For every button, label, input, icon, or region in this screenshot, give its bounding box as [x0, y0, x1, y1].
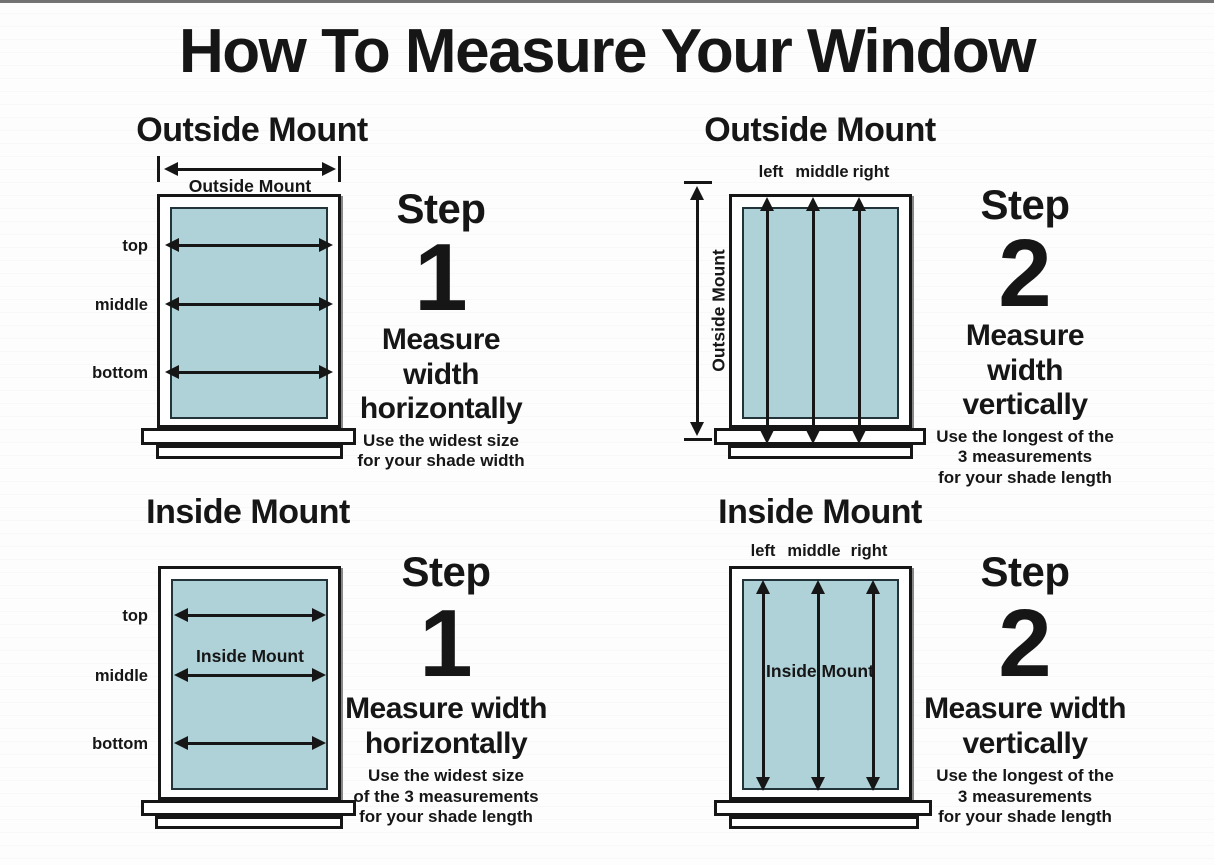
step-word: Step — [396, 185, 486, 232]
note-line-3: for your shade length — [359, 807, 533, 827]
middle-width-arrow-icon — [174, 668, 326, 683]
col-label-middle: middle — [795, 163, 849, 181]
instruction-line-1: Measure width — [345, 692, 547, 726]
window-sill-bottom — [155, 816, 343, 829]
top-width-arrow-icon — [174, 608, 326, 623]
window-sill-bottom — [729, 816, 919, 829]
instruction-line-1: Measure width — [381, 323, 501, 391]
step-block: Step 1 Measure width horizontally Use th… — [341, 548, 551, 828]
measure-tick-top-icon — [684, 181, 712, 184]
row-label-top: top — [122, 607, 148, 625]
note-line-2: for your shade width — [357, 451, 525, 471]
note-line-2: 3 measurements — [957, 447, 1093, 467]
note-line-1: Use the longest of the — [936, 426, 1114, 446]
row-label-middle: middle — [94, 296, 148, 314]
step-number: 1 — [414, 224, 468, 332]
window-sill-bottom — [156, 445, 343, 459]
measure-tick-bottom-icon — [684, 438, 712, 441]
step-number: 1 — [419, 590, 473, 698]
measure-label: Inside Mount — [196, 646, 304, 666]
right-length-arrow-icon — [866, 580, 881, 791]
window-sill-top — [141, 428, 356, 445]
bottom-width-arrow-icon — [174, 736, 326, 751]
col-label-right: right — [850, 542, 888, 560]
instruction-line-2: horizontally — [364, 726, 528, 760]
row-label-bottom: bottom — [92, 735, 148, 753]
note-line-2: 3 measurements — [957, 786, 1093, 806]
quadrant-heading: Inside Mount — [718, 493, 922, 531]
note-line-3: for your shade length — [938, 467, 1112, 487]
quadrant-heading: Outside Mount — [136, 111, 368, 149]
note-line-1: Use the longest of the — [936, 766, 1114, 786]
height-measure-arrow-icon — [690, 186, 705, 436]
row-label-middle: middle — [94, 667, 148, 685]
note-line-1: Use the widest size — [368, 766, 524, 786]
measure-label: Outside Mount — [188, 176, 312, 196]
left-length-arrow-icon — [760, 197, 775, 444]
window-sill-top — [714, 800, 932, 816]
top-edge-strip — [0, 0, 1214, 3]
measure-tick-left-icon — [157, 156, 160, 182]
step-number: 2 — [998, 590, 1052, 698]
measure-tick-right-icon — [338, 156, 341, 182]
instruction-line-1: Measure width — [924, 692, 1126, 726]
middle-width-arrow-icon — [165, 297, 333, 312]
left-length-arrow-icon — [756, 580, 771, 791]
instruction-line-2: vertically — [962, 388, 1088, 422]
col-label-right: right — [852, 163, 890, 181]
step-word: Step — [401, 548, 491, 595]
page-title: How To Measure Your Window — [178, 17, 1037, 86]
middle-length-arrow-icon — [806, 197, 821, 444]
instruction-line-2: vertically — [962, 726, 1088, 760]
bottom-width-arrow-icon — [165, 365, 333, 380]
instruction-line-2: horizontally — [359, 392, 523, 426]
step-number: 2 — [998, 220, 1052, 328]
note-line-1: Use the widest size — [363, 430, 519, 450]
width-measure-arrow-icon — [164, 162, 336, 177]
step-block: Step 2 Measure width vertically Use the … — [920, 548, 1130, 828]
step-block: Step 1 Measure width horizontally Use th… — [341, 185, 541, 472]
note-line-2: of the 3 measurements — [353, 786, 539, 806]
note-line-3: for your shade length — [938, 807, 1112, 827]
step-word: Step — [980, 548, 1070, 595]
right-length-arrow-icon — [852, 197, 867, 444]
window-frame — [158, 566, 341, 800]
top-width-arrow-icon — [165, 238, 333, 253]
quadrant-heading: Outside Mount — [704, 111, 936, 149]
window-sill-bottom — [728, 445, 913, 459]
measure-label: Inside Mount — [766, 661, 874, 681]
step-block: Step 2 Measure width vertically Use the … — [925, 181, 1125, 488]
col-label-left: left — [758, 163, 784, 181]
row-label-bottom: bottom — [92, 364, 148, 382]
window-sill-top — [141, 800, 356, 816]
instruction-line-1: Measure width — [965, 319, 1085, 387]
col-label-left: left — [750, 542, 776, 560]
middle-length-arrow-icon — [811, 580, 826, 791]
step-word: Step — [980, 181, 1070, 228]
row-label-top: top — [122, 237, 148, 255]
quadrant-heading: Inside Mount — [146, 493, 350, 531]
measure-label: Outside Mount — [708, 249, 729, 372]
col-label-middle: middle — [787, 542, 841, 560]
